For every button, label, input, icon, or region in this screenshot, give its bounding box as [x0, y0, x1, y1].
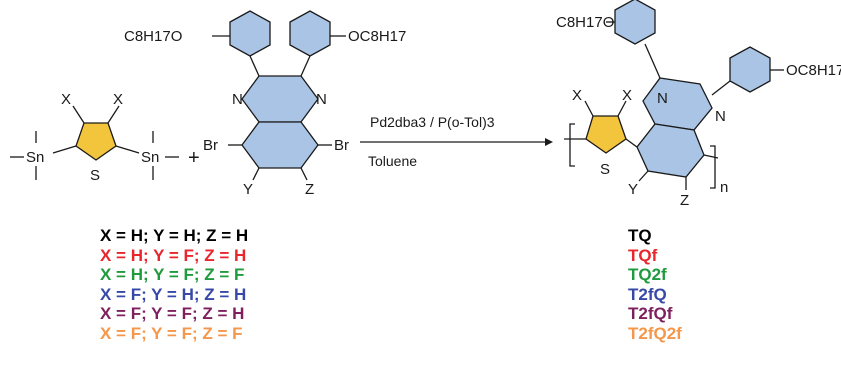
product-n-left: N	[657, 90, 668, 107]
dibromo-quinoxaline: C8H17O OC8H17 N N Br Br Y Z	[124, 10, 406, 198]
polymer-name: TQ2f	[628, 265, 667, 284]
plus-sign: +	[188, 147, 200, 169]
quinoxaline-y: Y	[243, 181, 253, 198]
substitution-row: X = F; Y = F; Z = F	[100, 323, 243, 343]
product-z: Z	[680, 192, 689, 209]
substitution-row: X = H; Y = F; Z = H	[100, 245, 247, 265]
solvent-label: Toluene	[368, 153, 417, 169]
substitution-row: X = H; Y = H; Z = H	[100, 226, 249, 245]
product-n-right: N	[715, 108, 726, 125]
benzo-ring	[241, 121, 319, 169]
alkoxy-chain-left: C8H17O	[124, 28, 182, 45]
distannyl-thiophene: X X S Sn Sn	[10, 91, 179, 184]
thiophene-ring	[75, 122, 117, 161]
repeat-unit-n: n	[720, 179, 728, 196]
product-x-right: X	[622, 87, 632, 104]
thiophene-x-right: X	[113, 91, 123, 108]
phenyl-right	[289, 10, 331, 57]
quinoxaline-z: Z	[305, 181, 314, 198]
product-sulfur: S	[600, 161, 610, 178]
product-polymer: C8H17O OC8H17 N N Y Z S X X n	[556, 0, 841, 209]
product-x-left: X	[572, 87, 582, 104]
product-thiophene-ring	[585, 115, 627, 154]
catalyst-label: Pd2dba3 / P(o-Tol)3	[370, 114, 495, 130]
polymer-name: TQ	[628, 226, 652, 245]
reaction-arrow: Pd2dba3 / P(o-Tol)3 Toluene	[360, 114, 553, 169]
substitution-row: X = F; Y = H; Z = H	[100, 284, 247, 304]
thiophene-x-left: X	[61, 91, 71, 108]
alkoxy-chain-right: OC8H17	[348, 28, 406, 45]
bromo-right: Br	[334, 137, 349, 154]
product-pyrazine-ring	[642, 77, 713, 131]
product-phenyl-top	[614, 0, 656, 45]
polymer-name: T2fQ	[628, 284, 667, 304]
pyrazine-ring	[241, 75, 319, 123]
stannyl-right-sn: Sn	[141, 149, 159, 166]
substitution-row: X = F; Y = F; Z = H	[100, 304, 245, 323]
product-alkoxy-top: C8H17O	[556, 14, 614, 31]
substitution-row: X = H; Y = F; Z = F	[100, 265, 245, 284]
thiophene-sulfur: S	[90, 167, 100, 184]
quinoxaline-n-left: N	[232, 91, 243, 108]
polymer-name: T2fQf	[628, 304, 673, 323]
quinoxaline-n-right: N	[316, 91, 327, 108]
product-benzo-ring	[636, 123, 705, 178]
stannyl-left-sn: Sn	[26, 149, 44, 166]
product-phenyl-right	[729, 46, 771, 93]
product-alkoxy-right: OC8H17	[786, 62, 841, 79]
phenyl-left	[229, 10, 271, 57]
product-y: Y	[628, 181, 638, 198]
bromo-left: Br	[203, 137, 218, 154]
polymer-name: TQf	[628, 245, 658, 265]
polymer-name: T2fQ2f	[628, 323, 682, 343]
